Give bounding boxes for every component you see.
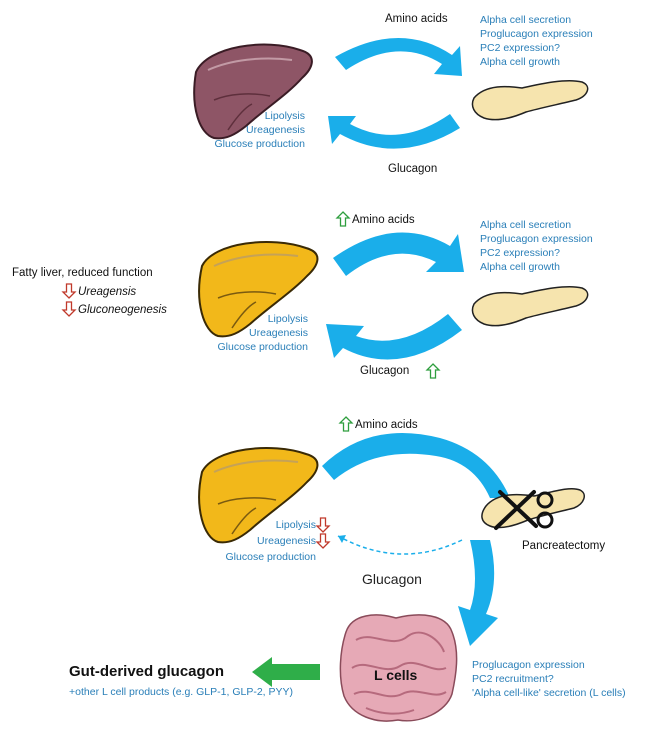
amino-acids-down-arrow: [458, 540, 498, 646]
amino-acids-arrow: [335, 38, 462, 76]
liver-effect-item: Ureagenesis: [249, 327, 308, 339]
alpha-effect-item: PC2 expression?: [480, 42, 560, 54]
liver-effect-item: Glucose production: [215, 138, 306, 150]
amino-acids-arrow: [322, 433, 510, 498]
down-arrow-icon: [317, 518, 329, 532]
amino-acids-arrow: [333, 233, 464, 276]
up-arrow-icon: [427, 364, 439, 378]
l-cell-effects-list: Proglucagon expression PC2 recruitment? …: [472, 659, 626, 699]
alpha-effect-item: Alpha cell secretion: [480, 14, 571, 26]
glucagon-arrow: [328, 114, 460, 149]
down-arrow-icon: [317, 534, 329, 548]
l-cell-effect-item: PC2 recruitment?: [472, 673, 554, 685]
down-arrow-icon: [63, 284, 75, 298]
alpha-effects-list: Alpha cell secretion Proglucagon express…: [480, 219, 593, 273]
liver-effect-item: Lipolysis: [268, 313, 308, 325]
liver-effect-item: Ureagenesis: [257, 535, 316, 547]
glucagon-label: Glucagon: [388, 163, 437, 175]
pancreas-icon: [472, 287, 587, 326]
glucagon-arrow: [326, 314, 462, 360]
panel-2: Fatty liver, reduced function Ureagensis…: [12, 212, 593, 378]
up-arrow-icon: [337, 212, 349, 226]
glucagon-dashed-arrow: [338, 536, 462, 554]
liver-effect-item: Glucose production: [226, 551, 317, 563]
liver-effect-item: Glucose production: [218, 341, 309, 353]
gut-glucagon-arrow: [252, 657, 320, 687]
gut-derived-glucagon-label: Gut-derived glucagon: [69, 663, 224, 680]
fatty-liver-item: Ureagensis: [78, 286, 136, 298]
panel-3: Amino acids Pancreatectomy Glucagon Lipo…: [69, 417, 626, 721]
alpha-effect-item: Proglucagon expression: [480, 28, 593, 40]
fatty-liver-title: Fatty liver, reduced function: [12, 267, 153, 279]
l-cells-label: L cells: [374, 667, 418, 683]
alpha-effects-list: Alpha cell secretion Proglucagon express…: [480, 14, 593, 68]
amino-acids-label: Amino acids: [385, 13, 448, 25]
liver-effect-item: Lipolysis: [276, 519, 316, 531]
amino-acids-label: Amino acids: [352, 214, 415, 226]
alpha-effect-item: Alpha cell secretion: [480, 219, 571, 231]
pancreas-icon: [472, 81, 587, 120]
l-cell-effect-item: 'Alpha cell-like' secretion (L cells): [472, 687, 626, 699]
alpha-effect-item: Proglucagon expression: [480, 233, 593, 245]
fatty-liver-item: Gluconeogenesis: [78, 304, 167, 316]
liver-effect-item: Lipolysis: [265, 110, 305, 122]
alpha-effect-item: PC2 expression?: [480, 247, 560, 259]
alpha-effect-item: Alpha cell growth: [480, 56, 560, 68]
glucagon-label: Glucagon: [360, 365, 409, 377]
alpha-effect-item: Alpha cell growth: [480, 261, 560, 273]
panel-1: Amino acids Glucagon Lipolysis Ureagenes…: [194, 13, 593, 175]
l-cell-effect-item: Proglucagon expression: [472, 659, 585, 671]
liver-effect-item: Ureagenesis: [246, 124, 305, 136]
glucagon-label: Glucagon: [362, 571, 422, 587]
other-products-label: +other L cell products (e.g. GLP-1, GLP-…: [69, 686, 293, 698]
up-arrow-icon: [340, 417, 352, 431]
amino-acids-label: Amino acids: [355, 419, 418, 431]
down-arrow-icon: [63, 302, 75, 316]
pancreatectomy-label: Pancreatectomy: [522, 540, 605, 552]
